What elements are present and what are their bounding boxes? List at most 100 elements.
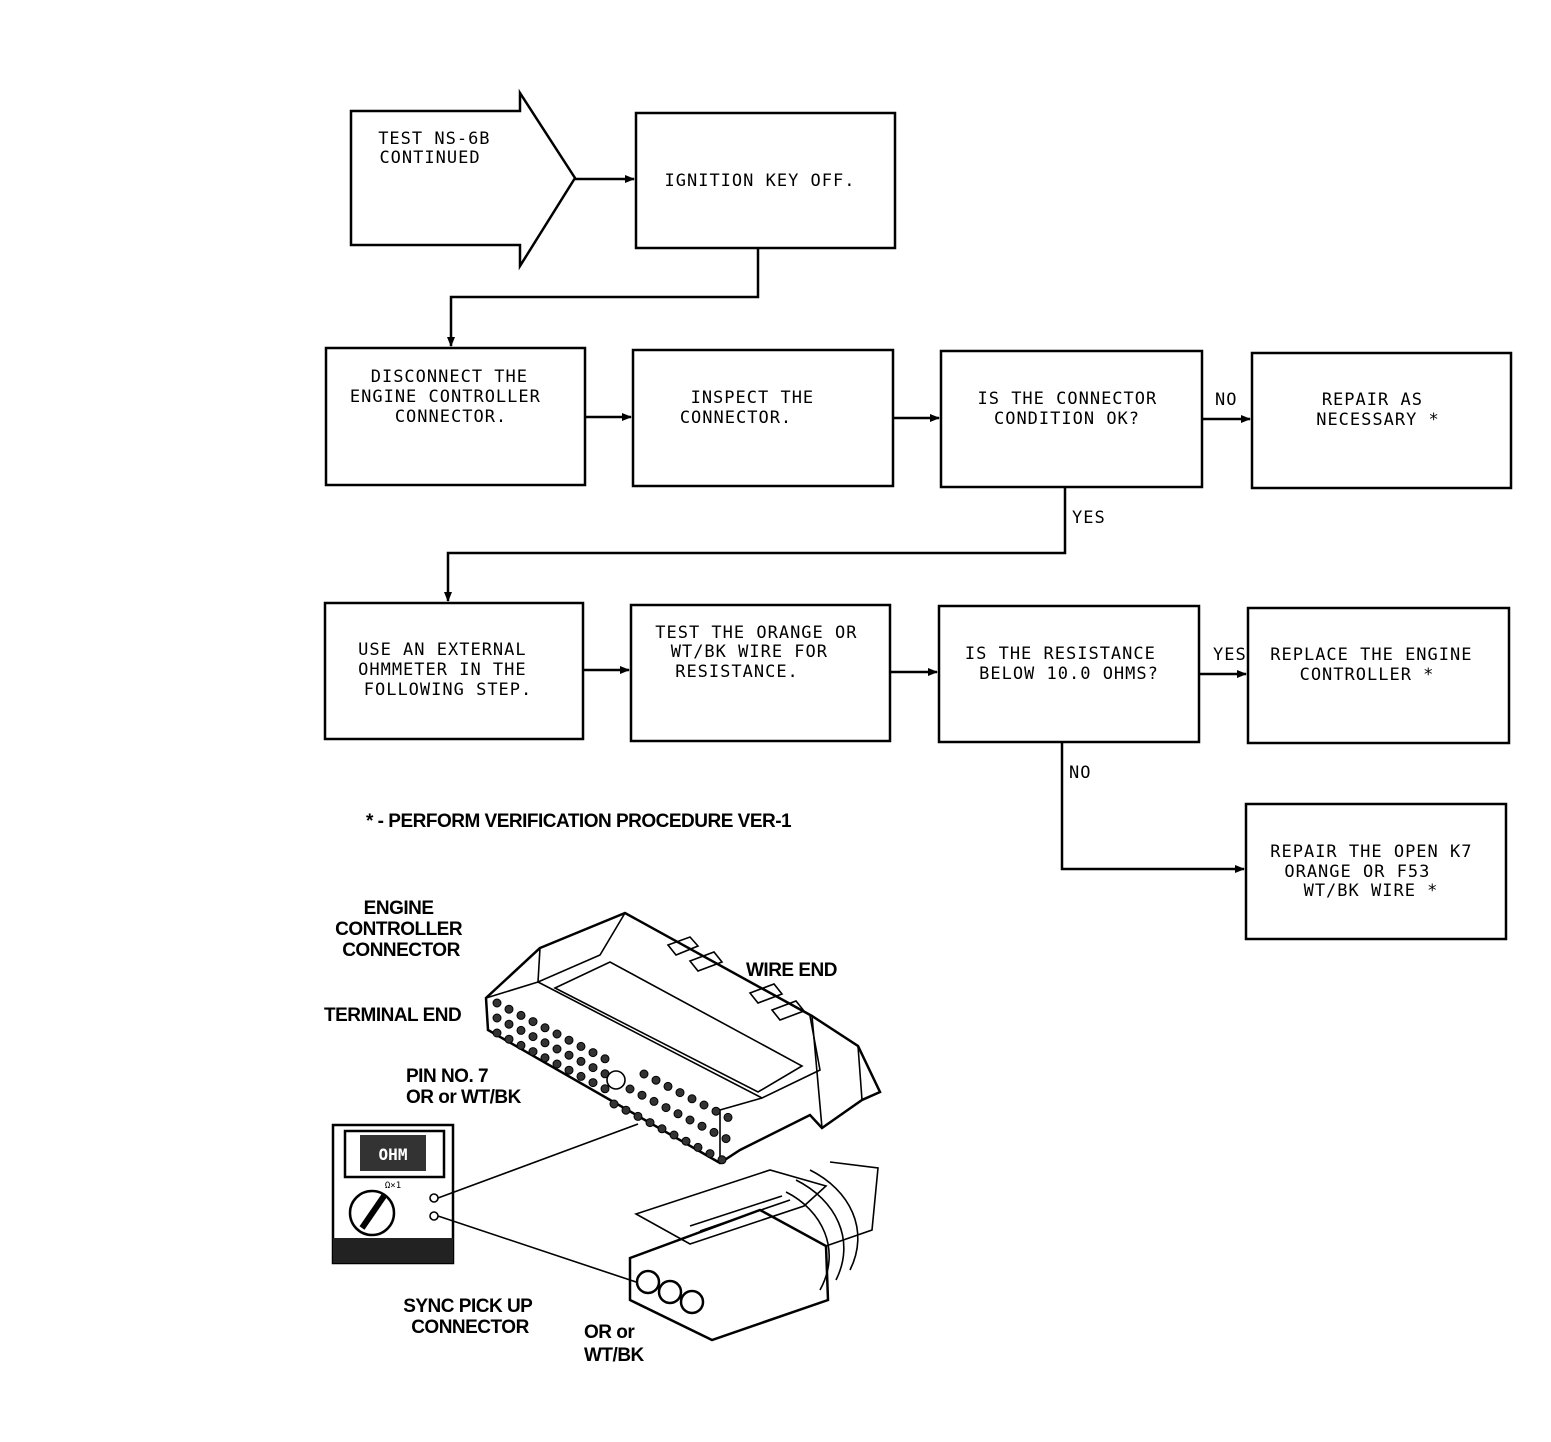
- pin-7-label: PIN NO. 7 OR or WT/BK: [406, 1066, 522, 1108]
- connector-pin: [504, 1034, 514, 1044]
- connector-pin: [600, 1084, 610, 1094]
- replace-engine-controller-box: REPLACE THE ENGINE CONTROLLER *: [1246, 606, 1511, 745]
- connector-pin: [588, 1078, 598, 1088]
- connector-pin: [711, 1106, 721, 1116]
- connector-pin: [504, 1004, 514, 1014]
- condition-no-label: NO: [1215, 390, 1237, 410]
- connector-pins: [492, 998, 733, 1165]
- connector-pin: [721, 1134, 731, 1144]
- disconnect-connector-box: DISCONNECT THE ENGINE CONTROLLER CONNECT…: [324, 346, 587, 487]
- connector-pin: [685, 1115, 695, 1125]
- connector-pin: [693, 1142, 703, 1152]
- connector-condition-question-box: IS THE CONNECTOR CONDITION OK?: [939, 349, 1204, 489]
- connector-pin: [645, 1118, 655, 1128]
- connector-pin: [552, 1059, 562, 1069]
- terminal-end-label: TERMINAL END: [324, 1005, 461, 1026]
- meter-dial: [348, 1189, 396, 1237]
- connector-pin: [504, 1019, 514, 1029]
- svg-text:INSPECT THE CONNECTOR.: INSPECT THE CONNECTOR.: [680, 388, 826, 428]
- inspect-connector-box: INSPECT THE CONNECTOR.: [631, 348, 895, 488]
- flow-connectors: [444, 175, 1251, 873]
- meter-jack-bottom: [429, 1211, 439, 1221]
- connector-pin: [528, 1032, 538, 1042]
- connector-pin: [639, 1069, 649, 1079]
- sync-pickup-connector-drawing: [628, 1161, 879, 1342]
- connector-pin: [705, 1149, 715, 1159]
- ohmmeter-drawing: OHM Ω×1: [331, 1123, 455, 1265]
- connector-pin: [588, 1048, 598, 1058]
- connector-pin: [637, 1090, 647, 1100]
- connector-pin: [540, 1053, 550, 1063]
- connector-pin: [675, 1088, 685, 1098]
- connector-pin: [663, 1081, 673, 1091]
- svg-text:TEST THE ORANGE OR WT/BK: TEST THE ORANGE OR WT/BK WIRE FOR RESIST…: [655, 623, 868, 682]
- meter-range-label: Ω×1: [385, 1181, 401, 1191]
- connector-pin: [649, 1096, 659, 1106]
- connector-pin: [492, 1013, 502, 1023]
- connector-pin: [564, 1065, 574, 1075]
- meter-jack-top: [429, 1193, 439, 1203]
- svg-text:REPAIR AS NECESSARY *: REPAIR AS NECESSARY *: [1316, 390, 1440, 430]
- engine-controller-connector-label: ENGINE CONTROLLER CONNECTOR: [335, 898, 467, 961]
- connector-pin: [576, 1041, 586, 1051]
- footnote: * - PERFORM VERIFICATION PROCEDURE VER-1: [366, 811, 792, 832]
- connector-pin: [669, 1130, 679, 1140]
- connector-pin: [516, 1010, 526, 1020]
- connector-pin: [516, 1025, 526, 1035]
- connector-pin: [528, 1047, 538, 1057]
- connector-pin: [625, 1084, 635, 1094]
- meter-lead-to-sync: [437, 1215, 637, 1283]
- use-external-ohmmeter-box: USE AN EXTERNAL OHMMETER IN THE FOLLOWIN…: [323, 601, 585, 741]
- condition-yes-label: YES: [1072, 508, 1106, 528]
- svg-text:USE AN EXTERNAL OHMMETER: USE AN EXTERNAL OHMMETER IN THE FOLLOWIN…: [358, 640, 538, 700]
- connector-pin: [516, 1040, 526, 1050]
- connector-pin: [540, 1023, 550, 1033]
- svg-text:DISCONNECT THE ENGINE CO: DISCONNECT THE ENGINE CONTROLLER CONNECT…: [350, 367, 552, 427]
- connector-pin: [657, 1124, 667, 1134]
- start-step-text: TEST NS-6B CONTINUED: [378, 129, 502, 168]
- meter-lead-to-pin: [437, 1123, 639, 1199]
- pin-7: [606, 1070, 626, 1090]
- svg-text:IS THE RESISTANCE BELOW: IS THE RESISTANCE BELOW 10.0 OHMS?: [965, 644, 1167, 684]
- connector-pin: [651, 1075, 661, 1085]
- connector-pin: [681, 1136, 691, 1146]
- connector-pin: [687, 1094, 697, 1104]
- connector-pin: [717, 1155, 727, 1165]
- connector-illustration: ENGINE CONTROLLER CONNECTOR WIRE END TER…: [324, 898, 882, 1366]
- connector-pin: [709, 1127, 719, 1137]
- start-arrow-shape: TEST NS-6B CONTINUED: [349, 88, 577, 271]
- connector-pin: [576, 1056, 586, 1066]
- branch-labels: NO YES YES NO: [1069, 390, 1247, 783]
- resistance-no-label: NO: [1069, 763, 1091, 783]
- connector-pin: [673, 1109, 683, 1119]
- ohm-display: OHM: [379, 1145, 408, 1164]
- repair-as-necessary-box: REPAIR AS NECESSARY *: [1250, 351, 1513, 490]
- connector-pin: [633, 1111, 643, 1121]
- ignition-key-off-box: IGNITION KEY OFF.: [634, 111, 897, 250]
- resistance-yes-label: YES: [1213, 645, 1247, 665]
- connector-pin: [621, 1105, 631, 1115]
- connector-pin: [552, 1044, 562, 1054]
- connector-pin: [528, 1017, 538, 1027]
- connector-pin: [564, 1035, 574, 1045]
- or-wtbk-label: OR or WT/BK: [584, 1322, 645, 1366]
- engine-controller-connector-drawing: [484, 911, 882, 1165]
- svg-text:REPAIR THE OPEN K7 ORANG: REPAIR THE OPEN K7 ORANGE OR F53 WT/BK W…: [1270, 842, 1483, 901]
- svg-text:IGNITION KEY OFF.: IGNITION KEY OFF.: [665, 171, 856, 191]
- connector-pin: [609, 1099, 619, 1109]
- svg-text:IS THE CONNECTOR CONDITI: IS THE CONNECTOR CONDITION OK?: [977, 389, 1168, 429]
- connector-pin: [588, 1063, 598, 1073]
- connector-pin: [564, 1050, 574, 1060]
- connector-pin: [492, 998, 502, 1008]
- connector-pin: [600, 1054, 610, 1064]
- svg-text:REPLACE THE ENGINE CONTR: REPLACE THE ENGINE CONTROLLER *: [1270, 645, 1483, 685]
- connector-pin: [540, 1038, 550, 1048]
- wire-end-label: WIRE END: [746, 960, 837, 981]
- resistance-question-box: IS THE RESISTANCE BELOW 10.0 OHMS?: [937, 604, 1201, 744]
- connector-pin: [723, 1112, 733, 1122]
- connector-pin: [699, 1100, 709, 1110]
- connector-pin: [661, 1103, 671, 1113]
- connector-pin: [697, 1121, 707, 1131]
- repair-open-wire-box: REPAIR THE OPEN K7 ORANGE OR F53 WT/BK W…: [1244, 802, 1508, 941]
